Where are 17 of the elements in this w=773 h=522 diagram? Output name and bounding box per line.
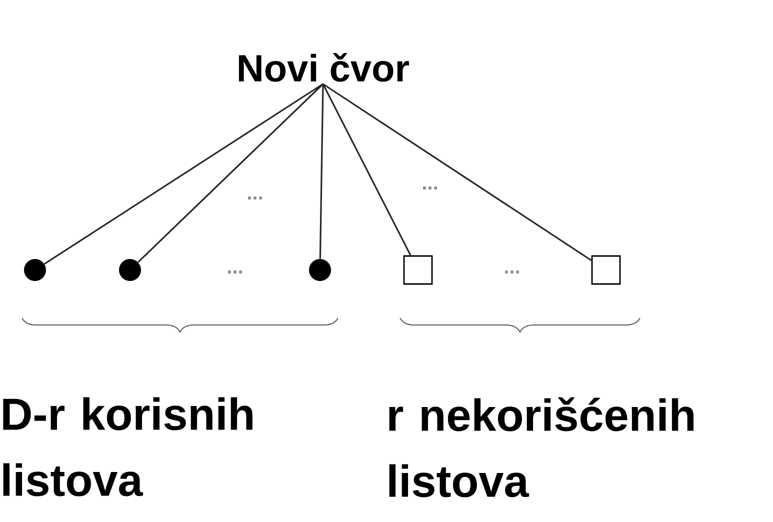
connector-line (319, 84, 324, 259)
leaf-square (403, 255, 433, 285)
ellipsis: ... (505, 270, 519, 274)
connector-line (44, 83, 324, 265)
leaf-dot (119, 259, 141, 281)
root-label: Novi čvor (238, 53, 409, 82)
group-caption: D-r korisnih listova (3, 397, 252, 496)
connector-line (322, 84, 412, 256)
leaf-square (591, 255, 621, 285)
leaf-dot (309, 259, 331, 281)
group-caption: r nekorišćenih listova (389, 397, 694, 498)
connector-line (138, 83, 324, 263)
leaf-dot (24, 259, 46, 281)
connector-line (322, 83, 592, 262)
ellipsis: ... (248, 196, 262, 200)
ellipsis: ... (423, 186, 437, 190)
ellipsis: ... (228, 270, 242, 274)
